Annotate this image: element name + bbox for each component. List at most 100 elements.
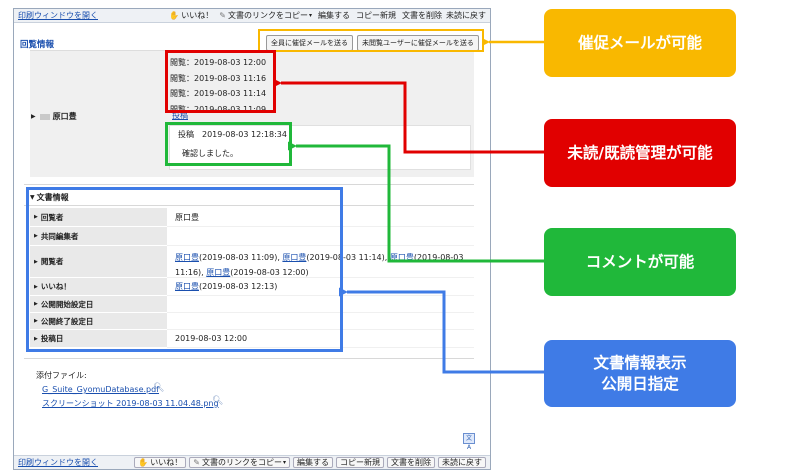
comment-body: 確認しました。 — [182, 149, 238, 158]
info-label[interactable]: ▶いいね！ — [30, 278, 167, 296]
copy-link-button[interactable]: ✎文書のリンクをコピー▾ — [189, 457, 290, 468]
triangle-right-icon: ▶ — [34, 318, 38, 324]
info-row-coeditor: ▶共同編集者 — [30, 227, 474, 246]
pencil-icon: ✎ — [193, 457, 200, 467]
info-label-text: 公開開始設定日 — [40, 299, 94, 309]
delete-button[interactable]: 文書を削除 — [402, 11, 442, 20]
info-label-text: 閲覧者 — [40, 257, 64, 266]
view-entry: 閲覧：2019-08-03 11:16 — [170, 73, 267, 83]
triangle-right-icon: ▶ — [34, 301, 38, 307]
info-label-text: いいね！ — [40, 282, 71, 291]
info-value-viewers: 原口豊(2019-08-03 11:09), 原口豊(2019-08-03 11… — [167, 246, 474, 278]
view-entry: 閲覧：2019-08-03 11:09 — [170, 104, 267, 114]
thumbs-up-icon: ✋ — [169, 10, 180, 20]
copy-link-label: 文書のリンクをコピー — [201, 457, 282, 467]
copy-link-button[interactable]: ✎文書のリンクをコピー▾ — [219, 10, 312, 21]
copy-new-button[interactable]: コピー新規 — [336, 457, 384, 468]
callout-docinfo: 文書情報表示 公開日指定 — [544, 340, 736, 407]
callout-remind-mail: 催促メールが可能 — [544, 9, 736, 77]
info-value: 原口豊 — [167, 208, 474, 227]
remind-unread-button[interactable]: 未閲覧ユーザーに催促メールを送る — [357, 35, 479, 51]
like-user-link[interactable]: 原口豊 — [175, 282, 199, 291]
like-button[interactable]: ✋いいね！ — [169, 10, 213, 21]
print-window-link[interactable]: 印刷ウィンドウを開く — [18, 458, 98, 467]
info-value — [167, 313, 474, 330]
info-label[interactable]: ▶閲覧者 — [30, 246, 167, 278]
info-label[interactable]: ▶公開終了設定日 — [30, 313, 167, 330]
info-label-text: 回覧者 — [40, 212, 64, 222]
info-value: 原口豊(2019-08-03 12:13) — [167, 278, 474, 296]
viewer-time: (2019-08-03 — [413, 253, 464, 262]
bottom-toolbar: 印刷ウィンドウを開く ✋いいね！ ✎文書のリンクをコピー▾ 編集する コピー新規… — [14, 455, 490, 469]
info-label[interactable]: ▶公開開始設定日 — [30, 296, 167, 313]
triangle-right-icon: ▶ — [34, 258, 38, 265]
like-label: いいね！ — [150, 457, 183, 467]
attachment-link[interactable]: スクリーンショット 2019-08-03 11.04.48.png — [42, 399, 219, 408]
circulation-user-name: 原口豊 — [52, 112, 77, 121]
info-label-text: 投稿日 — [40, 334, 64, 343]
translate-icon[interactable]: 文A — [463, 433, 475, 451]
triangle-right-icon: ▶ — [34, 335, 38, 342]
divider — [24, 205, 474, 206]
chevron-down-icon: ▾ — [308, 12, 312, 19]
info-label[interactable]: ▶投稿日 — [30, 330, 167, 348]
viewer-link[interactable]: 原口豊 — [175, 253, 199, 262]
viewer-time: (2019-08-03 11:14), — [306, 253, 390, 262]
search-icon[interactable]: 🔍︎ — [153, 383, 165, 393]
triangle-right-icon: ▶ — [34, 283, 38, 290]
view-entry: 閲覧：2019-08-03 12:00 — [170, 58, 267, 67]
like-label: いいね！ — [181, 11, 214, 20]
doc-info-title: 文書情報 — [36, 193, 69, 202]
view-history: 閲覧：2019-08-03 12:00 閲覧：2019-08-03 11:16 … — [170, 55, 266, 117]
info-label-text: 共同編集者 — [40, 231, 79, 241]
info-label[interactable]: ▶共同編集者 — [30, 227, 167, 246]
unread-back-button[interactable]: 未読に戻す — [438, 457, 486, 468]
callout-read-management: 未読/既読管理が可能 — [544, 119, 736, 187]
comment-box: 投稿 2019-08-03 12:18:34 確認しました。 — [169, 125, 471, 170]
top-toolbar: 印刷ウィンドウを開く ✋いいね！ ✎文書のリンクをコピー▾ 編集する コピー新規… — [14, 9, 490, 23]
copy-new-button[interactable]: コピー新規 — [356, 11, 396, 20]
viewer-link[interactable]: 原口豊 — [206, 268, 231, 277]
info-value — [167, 227, 474, 246]
thumbs-up-icon: ✋ — [138, 457, 149, 467]
edit-button[interactable]: 編集する — [318, 11, 350, 20]
avatar — [39, 113, 50, 120]
triangle-right-icon: ▶ — [31, 113, 36, 120]
search-icon[interactable]: 🔍︎ — [212, 396, 224, 406]
info-value: 2019-08-03 12:00 — [167, 330, 474, 348]
like-button[interactable]: ✋いいね！ — [134, 457, 187, 468]
info-label-text: 公開終了設定日 — [40, 316, 94, 326]
divider — [24, 358, 474, 359]
chevron-down-icon: ▾ — [282, 458, 286, 466]
viewer-link[interactable]: 原口豊 — [282, 253, 307, 262]
remind-buttons: 全員に催促メールを送る 未閲覧ユーザーに催促メールを送る — [266, 35, 483, 51]
circulation-user[interactable]: ▶ 原口豊 — [31, 111, 77, 122]
circulation-title: 回覧情報 — [20, 40, 55, 50]
triangle-down-icon: ▼ — [30, 194, 35, 201]
edit-button[interactable]: 編集する — [293, 457, 333, 468]
info-row-circulator: ▶回覧者 原口豊 — [30, 208, 474, 227]
doc-info-toggle[interactable]: ▼ 文書情報 — [30, 192, 69, 203]
comment-meta: 投稿 2019-08-03 12:18:34 — [178, 130, 287, 139]
viewer-link[interactable]: 原口豊 — [389, 253, 414, 262]
triangle-right-icon: ▶ — [34, 233, 38, 239]
pencil-icon: ✎ — [219, 10, 226, 20]
divider — [24, 184, 474, 185]
callout-comment: コメントが可能 — [544, 228, 736, 296]
callout-docinfo-line1: 文書情報表示 — [593, 353, 687, 372]
post-comment-link[interactable]: 投稿 — [172, 111, 188, 120]
like-time: (2019-08-03 12:13) — [199, 282, 278, 291]
info-row-viewer: ▶閲覧者 原口豊(2019-08-03 11:09), 原口豊(2019-08-… — [30, 246, 474, 278]
view-entry: 閲覧：2019-08-03 11:14 — [170, 89, 267, 98]
callout-docinfo-line2: 公開日指定 — [601, 374, 679, 393]
info-label[interactable]: ▶回覧者 — [30, 208, 167, 227]
info-value — [167, 296, 474, 313]
attachments-label: 添付ファイル: — [36, 371, 87, 380]
delete-button[interactable]: 文書を削除 — [387, 457, 435, 468]
copy-link-label: 文書のリンクをコピー — [227, 11, 308, 20]
unread-back-button[interactable]: 未読に戻す — [446, 11, 486, 20]
print-window-link[interactable]: 印刷ウィンドウを開く — [18, 11, 98, 20]
remind-all-button[interactable]: 全員に催促メールを送る — [266, 35, 353, 51]
info-row-pub-end: ▶公開終了設定日 — [30, 313, 474, 330]
attachment-link[interactable]: G_Suite_GyomuDatabase.pdf — [42, 385, 160, 394]
